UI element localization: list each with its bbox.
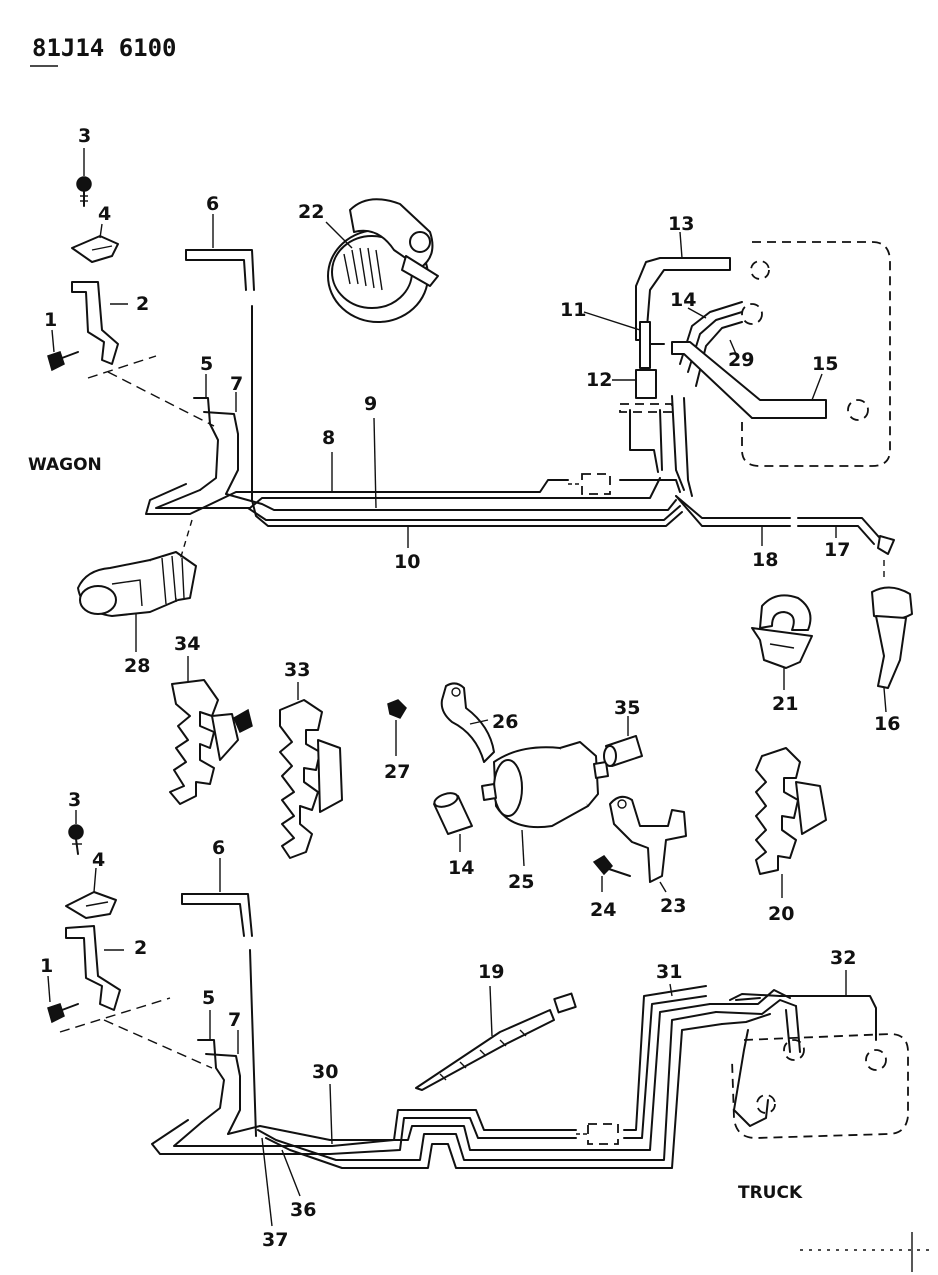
hose-sleeve-part-14 — [433, 792, 473, 835]
wagon-hose-part-15 — [671, 341, 827, 419]
clip-comb-part-33 — [279, 699, 343, 859]
label-12: 12 — [586, 369, 612, 391]
strap-part-26 — [440, 682, 495, 763]
label-35: 35 — [614, 697, 640, 719]
label-8: 8 — [322, 427, 335, 449]
label-25: 25 — [508, 871, 534, 893]
label-34: 34 — [174, 633, 200, 655]
bracket-part-23 — [609, 795, 687, 883]
wagon-sending-unit-part-28 — [77, 551, 197, 617]
wagon-line-part-18 — [675, 495, 791, 519]
label-20: 20 — [768, 903, 794, 925]
label-5: 5 — [200, 353, 213, 375]
wagon-tee-part-11 — [639, 321, 665, 369]
label-31: 31 — [656, 961, 682, 983]
label-14-sleeve: 14 — [448, 857, 474, 879]
wagon-filter-part-12 — [612, 369, 657, 399]
wagon-bolt-part-1 — [47, 351, 79, 372]
wagon-line-part-7 — [203, 411, 239, 495]
truck-bolt-part-1 — [47, 1003, 79, 1024]
label-24: 24 — [590, 899, 616, 921]
label-30: 30 — [312, 1061, 338, 1083]
truck-bracket-part-2 — [65, 925, 121, 1011]
label-33: 33 — [284, 659, 310, 681]
truck-screw-part-3 — [68, 824, 84, 855]
clip-comb-part-34 — [169, 679, 253, 805]
label-32: 32 — [830, 947, 856, 969]
wagon-clip-part-4 — [71, 235, 119, 263]
wagon-clip-part-21 — [751, 594, 813, 669]
truck-vent-line-part-6 — [181, 893, 253, 937]
label-3: 3 — [78, 125, 91, 147]
label-13: 13 — [668, 213, 694, 235]
wagon-screw-part-3 — [76, 176, 92, 207]
truck-line-part-7 — [205, 1053, 241, 1135]
wire-harness-tie-part-19 — [415, 992, 577, 1091]
label-11: 11 — [560, 299, 586, 321]
label-6-truck: 6 — [212, 837, 225, 859]
label-7-truck: 7 — [228, 1009, 241, 1031]
hose-sleeve-part-35 — [603, 735, 643, 767]
label-17: 17 — [824, 539, 850, 561]
label-27: 27 — [384, 761, 410, 783]
label-21: 21 — [772, 693, 798, 715]
fuel-filter-part-25 — [481, 741, 609, 829]
wagon-tank-outline — [741, 241, 891, 467]
label-19: 19 — [478, 961, 504, 983]
label-9: 9 — [364, 393, 377, 415]
label-1: 1 — [44, 309, 57, 331]
label-29: 29 — [728, 349, 754, 371]
screw-part-24 — [592, 855, 631, 877]
clip-comb-part-20 — [755, 747, 827, 875]
label-15: 15 — [812, 353, 838, 375]
wagon-filler-neck-part-16 — [871, 586, 913, 689]
truck-connector-dashed — [587, 1123, 619, 1145]
wagon-connector-dashed — [581, 473, 611, 495]
truck-tank-lines — [709, 989, 877, 1127]
label-26: 26 — [492, 711, 518, 733]
wagon-bracket-part-2 — [71, 281, 119, 365]
label-2-truck: 2 — [134, 937, 147, 959]
label-1-truck: 1 — [40, 955, 53, 977]
wagon-main-fuel-lines — [145, 477, 683, 527]
truck-line-part-5 — [197, 1039, 225, 1123]
label-4: 4 — [98, 203, 111, 225]
label-2: 2 — [136, 293, 149, 315]
truck-main-fuel-lines — [151, 985, 723, 1169]
truck-section-label: TRUCK — [738, 1183, 803, 1203]
wagon-hose-clamp-part-22 — [327, 198, 439, 323]
label-10: 10 — [394, 551, 420, 573]
label-28: 28 — [124, 655, 150, 677]
grommet-part-27 — [387, 699, 407, 719]
label-7: 7 — [230, 373, 243, 395]
label-22: 22 — [298, 201, 324, 223]
label-5-truck: 5 — [202, 987, 215, 1009]
label-6: 6 — [206, 193, 219, 215]
label-18: 18 — [752, 549, 778, 571]
diagram-code: 81J14 6100 — [32, 34, 177, 62]
truck-clip-part-4 — [65, 891, 117, 919]
label-14: 14 — [670, 289, 696, 311]
wagon-vent-line-part-6 — [185, 249, 255, 291]
label-37: 37 — [262, 1229, 288, 1251]
label-23: 23 — [660, 895, 686, 917]
label-4-truck: 4 — [92, 849, 105, 871]
wagon-section-label: WAGON — [28, 455, 102, 475]
label-3-truck: 3 — [68, 789, 81, 811]
label-16: 16 — [874, 713, 900, 735]
label-36: 36 — [290, 1199, 316, 1221]
